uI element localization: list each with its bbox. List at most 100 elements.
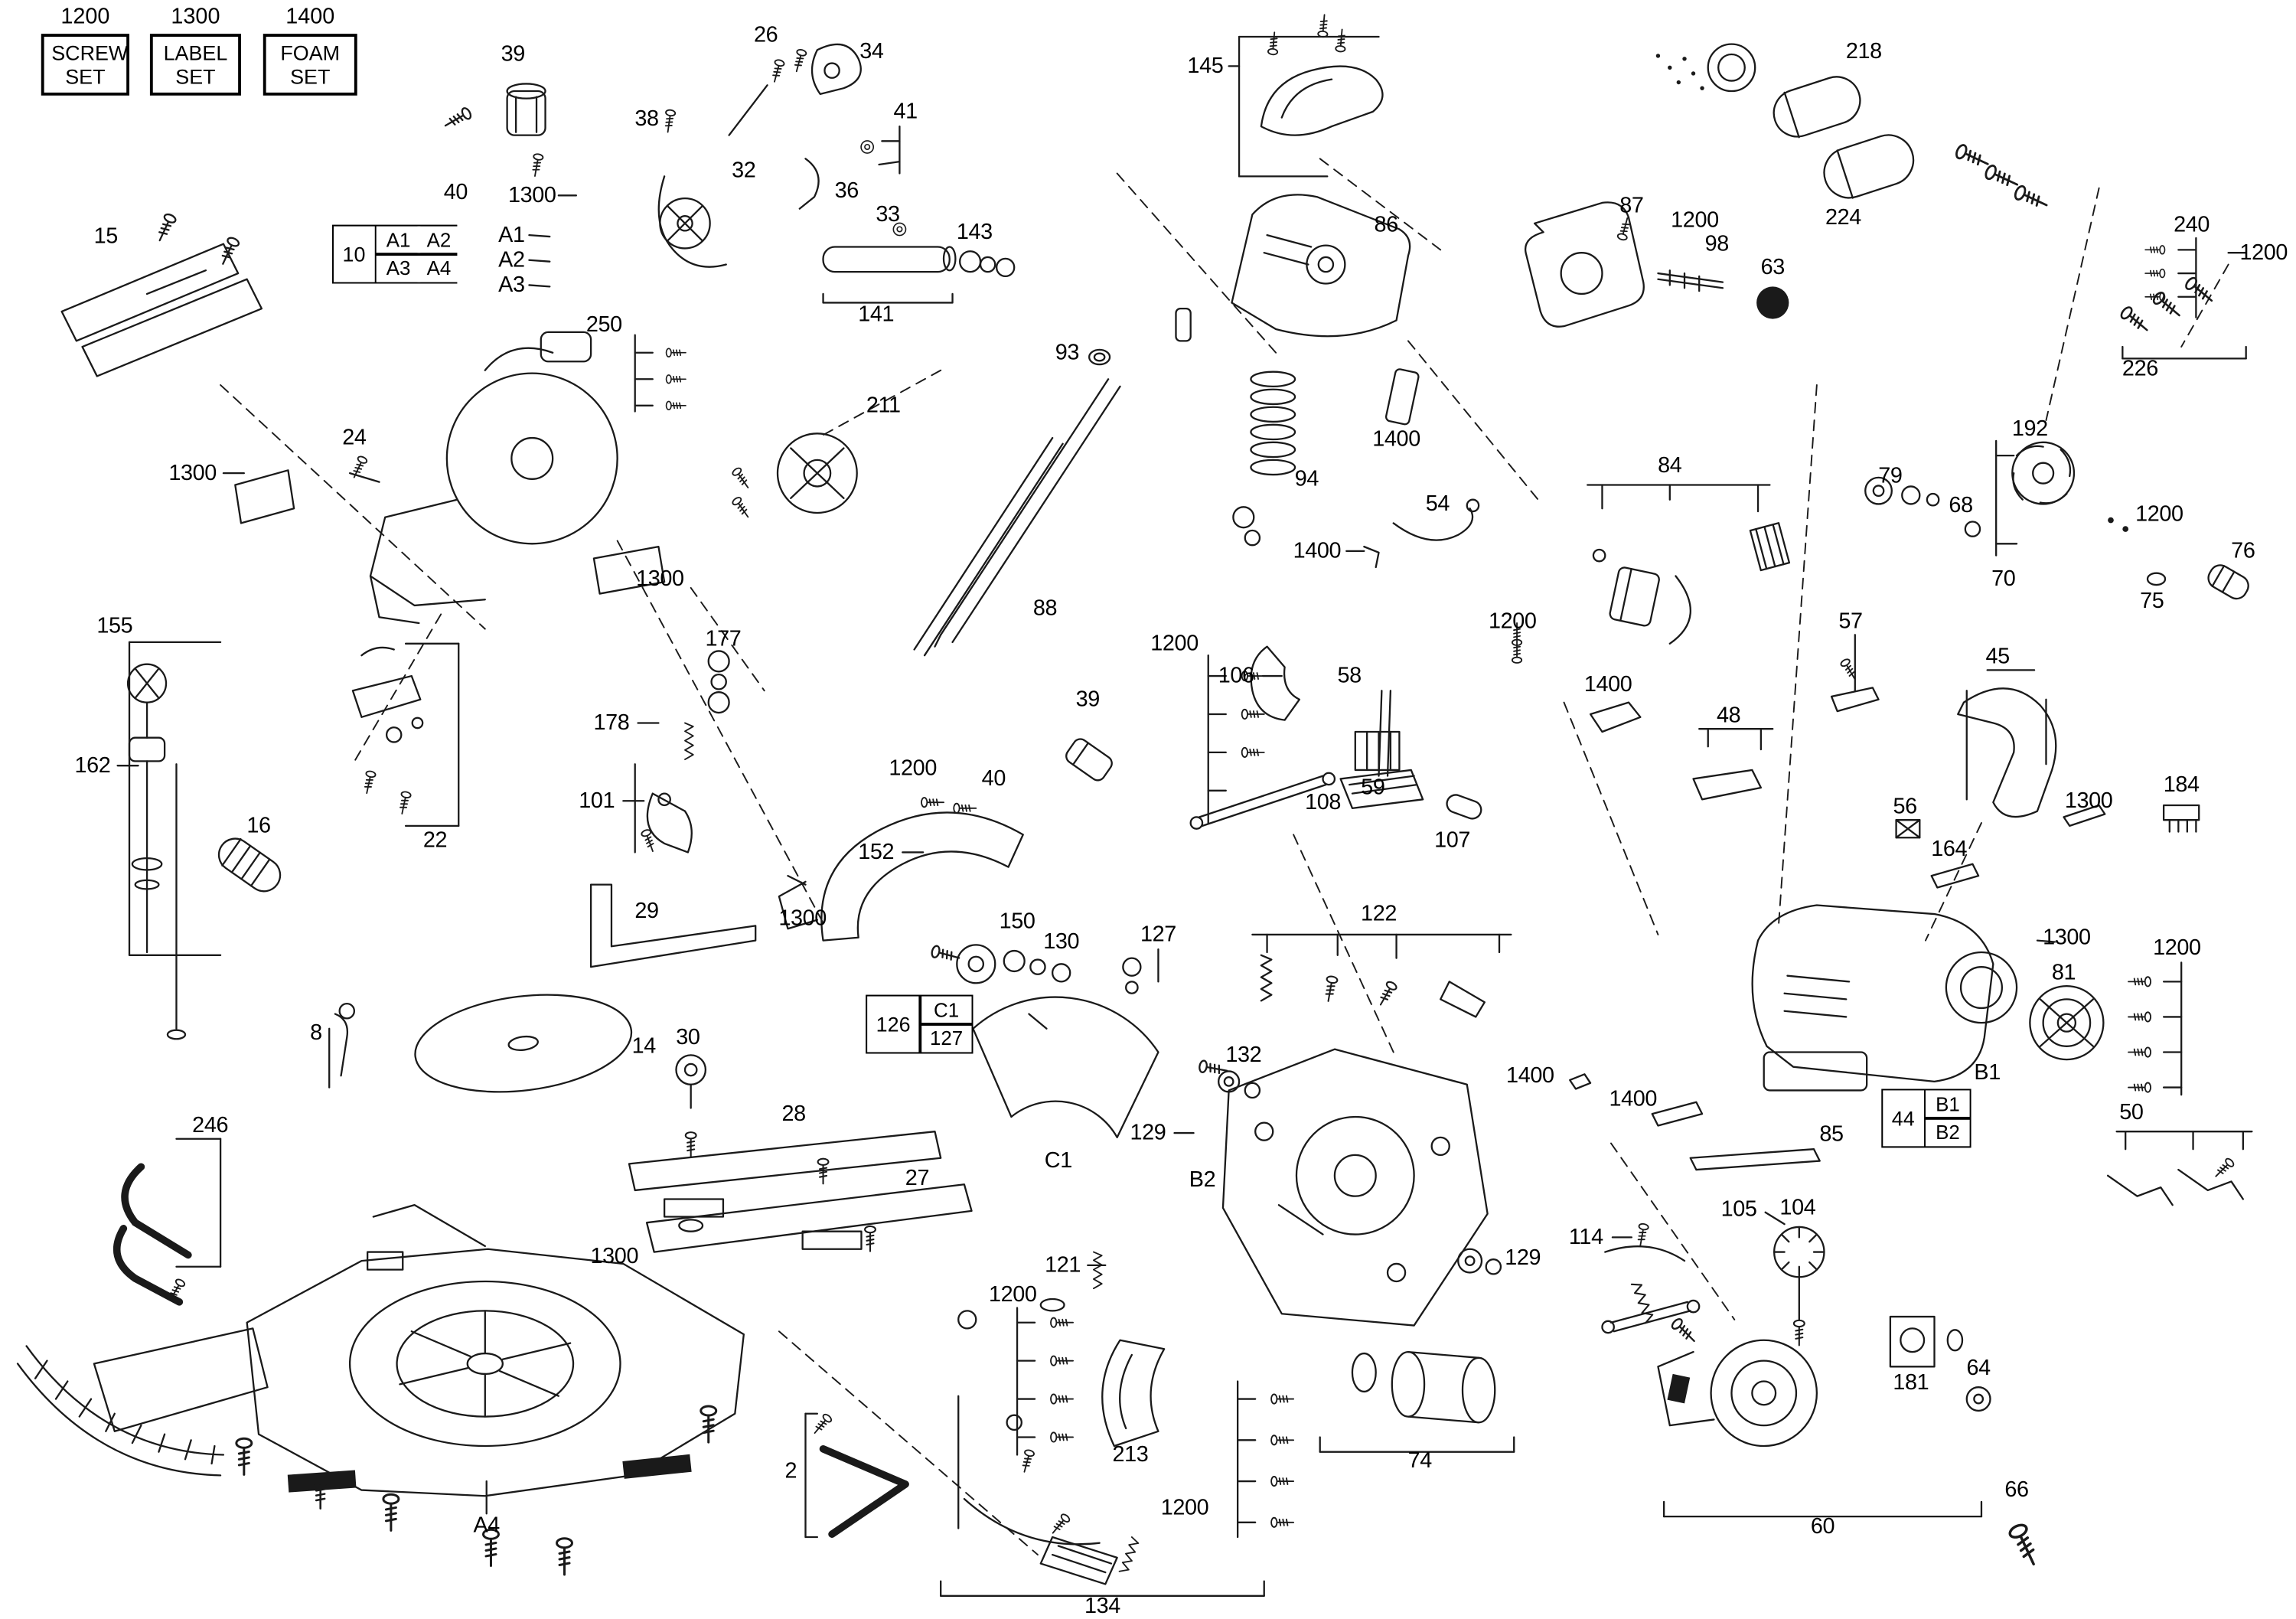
- spring-94-drawing: [1232, 368, 1420, 547]
- housing-86-drawing: [1175, 194, 1411, 342]
- ref-cell: A4: [416, 255, 461, 282]
- callout-114: 114: [1568, 1225, 1603, 1250]
- callout-127: 127: [1140, 922, 1176, 948]
- callout-181: 181: [1893, 1370, 1929, 1395]
- callout-1200: 1200: [1671, 207, 1719, 233]
- ref-table-44: 44 B1 B2: [1881, 1089, 1971, 1147]
- callout-93: 93: [1055, 340, 1080, 366]
- ref-cell: B1: [1926, 1090, 1970, 1117]
- callout-16: 16: [246, 813, 271, 839]
- roller-74-drawing: [1319, 1350, 1515, 1453]
- kit-label-set-number: 1300: [171, 4, 220, 30]
- armature-drawing: [1655, 43, 2249, 600]
- callout-88: 88: [1032, 596, 1058, 622]
- callout-81: 81: [2051, 960, 2076, 986]
- callout-1400: 1400: [1293, 538, 1342, 564]
- callout-50: 50: [2119, 1099, 2144, 1125]
- guard-c1-drawing: [972, 996, 1159, 1138]
- callout-134: 134: [1084, 1593, 1120, 1619]
- callout-94: 94: [1294, 466, 1319, 492]
- callout-c1: C1: [1044, 1148, 1072, 1173]
- blade-bolt-drawing: [929, 944, 1159, 994]
- callout-1300: 1300: [636, 566, 684, 592]
- callout-108: 108: [1305, 789, 1342, 815]
- callout-24: 24: [342, 425, 367, 451]
- callout-a4: A4: [473, 1513, 500, 1538]
- base-assembly-drawing: [16, 1204, 745, 1576]
- callout-a3: A3: [498, 273, 525, 298]
- callout-59: 59: [1361, 775, 1385, 801]
- brackets-48-57-45: [1692, 634, 2057, 818]
- callout-192: 192: [2011, 416, 2048, 442]
- callout-150: 150: [999, 909, 1035, 934]
- callout-76: 76: [2231, 538, 2255, 564]
- callout-b2: B2: [1189, 1167, 1216, 1193]
- ref-cell: 127: [921, 1024, 972, 1052]
- switch-84-drawing: [1511, 484, 1791, 646]
- callout-79: 79: [1878, 463, 1903, 489]
- callout-107: 107: [1434, 827, 1471, 854]
- callout-74: 74: [1407, 1448, 1433, 1474]
- callout-40: 40: [443, 180, 468, 205]
- ref-table-10: 10 A1 A2 A3 A4: [332, 224, 461, 283]
- callout-1200: 1200: [1489, 609, 1537, 635]
- callout-1200: 1200: [1150, 631, 1199, 657]
- callout-184: 184: [2163, 772, 2200, 798]
- leader-stubs: [116, 65, 2056, 1515]
- kit-label-set: 1300 LABEL SET: [149, 4, 241, 96]
- callout-28: 28: [781, 1101, 806, 1127]
- kit-label-line: FOAM: [280, 41, 341, 65]
- motor-plate-b2-drawing: [1198, 1048, 1502, 1327]
- callout-58: 58: [1337, 663, 1362, 689]
- callout-48: 48: [1716, 703, 1741, 729]
- callout-211: 211: [866, 393, 901, 419]
- table-slats-drawing: [628, 1131, 973, 1253]
- flange-drawing: [730, 432, 858, 521]
- bracket-1200-bottom-center: [1236, 1380, 1295, 1539]
- callout-1200: 1200: [1160, 1495, 1209, 1520]
- bracket-122-drawing: [1251, 933, 1512, 1018]
- callout-a2: A2: [498, 247, 525, 273]
- callout-155: 155: [96, 613, 133, 639]
- pedal-134-drawing: [940, 1395, 1265, 1597]
- callout-177: 177: [705, 626, 742, 652]
- knob-lever-drawing: [441, 43, 901, 268]
- callout-1300: 1300: [778, 906, 827, 932]
- callout-84: 84: [1658, 453, 1682, 478]
- callout-1400: 1400: [1609, 1086, 1658, 1112]
- callout-56: 56: [1893, 794, 1917, 820]
- callout-54: 54: [1425, 491, 1450, 517]
- blade-housing-drawing: [234, 331, 687, 625]
- callout-1400: 1400: [1372, 426, 1420, 452]
- fence-drawing: [60, 211, 263, 377]
- callout-121: 121: [1045, 1252, 1081, 1278]
- kit-label-line: LABEL: [163, 41, 228, 65]
- callout-132: 132: [1225, 1043, 1262, 1068]
- callout-45: 45: [1985, 644, 2010, 670]
- callout-1200: 1200: [2239, 240, 2288, 266]
- kit-screw-set-number: 1200: [60, 4, 110, 30]
- callout-1200: 1200: [989, 1281, 1037, 1307]
- callout-29: 29: [634, 898, 659, 924]
- callout-145: 145: [1187, 54, 1224, 79]
- callout-224: 224: [1825, 204, 1861, 230]
- callout-1300: 1300: [168, 460, 217, 486]
- motor-60-drawing: [1657, 1315, 2043, 1569]
- kit-label-line: SCREW: [51, 41, 129, 65]
- kit-foam-set-box: FOAM SET: [263, 34, 357, 96]
- callout-66: 66: [2004, 1477, 2029, 1503]
- callout-2: 2: [784, 1458, 797, 1484]
- ref-cell: C1: [921, 996, 972, 1023]
- callout-22: 22: [422, 827, 448, 854]
- callout-218: 218: [1845, 38, 1882, 64]
- callout-70: 70: [1991, 566, 2016, 592]
- callout-8: 8: [310, 1020, 322, 1046]
- link-101-drawing: [634, 650, 730, 854]
- callout-106: 106: [1218, 663, 1254, 689]
- callout-27: 27: [905, 1166, 930, 1191]
- knob-16-drawing: [217, 837, 282, 893]
- ref-table-10-key: 10: [333, 226, 374, 282]
- bracket-50-drawing: [2106, 1131, 2253, 1206]
